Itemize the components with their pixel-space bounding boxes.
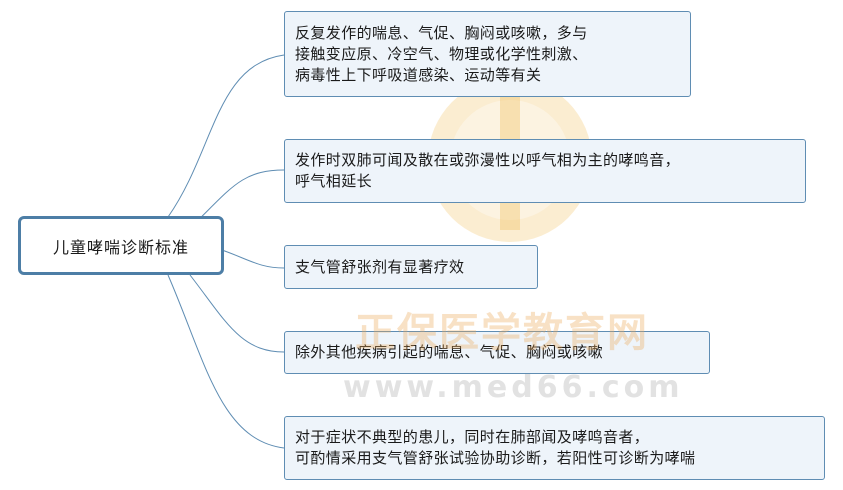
connector-4: [189, 274, 285, 353]
criterion-text-4: 除外其他疾病引起的喘息、气促、胸闷或咳嗽: [295, 343, 604, 361]
criterion-node-2: 发作时双肺可闻及散在或弥漫性以呼气相为主的哮鸣音， 呼气相延长: [284, 139, 806, 203]
criterion-text-3: 支气管舒张剂有显著疗效: [295, 257, 465, 276]
criterion-node-1: 反复发作的喘息、气促、胸闷或咳嗽，多与 接触变应原、冷空气、物理或化学性刺激、 …: [284, 11, 691, 97]
watermark-url: www.med66.com: [343, 370, 684, 405]
criterion-node-4: 除外其他疾病引起的喘息、气促、胸闷或咳嗽: [284, 331, 710, 374]
criterion-text-1: 反复发作的喘息、气促、胸闷或咳嗽，多与 接触变应原、冷空气、物理或化学性刺激、 …: [295, 23, 588, 84]
root-label: 儿童哮喘诊断标准: [52, 237, 189, 257]
connector-1: [167, 54, 285, 218]
connector-5: [167, 274, 285, 449]
criterion-node-5: 对于症状不典型的患儿，同时在肺部闻及哮鸣音者， 可酌情采用支气管舒张试验协助诊断…: [284, 416, 825, 480]
criterion-text-2: 发作时双肺可闻及散在或弥漫性以呼气相为主的哮鸣音， 呼气相延长: [295, 151, 681, 190]
watermark-text: 正保医学教育网: [355, 310, 649, 356]
connector-3: [221, 249, 285, 269]
criterion-text-5: 对于症状不典型的患儿，同时在肺部闻及哮鸣音者， 可酌情采用支气管舒张试验协助诊断…: [295, 428, 696, 467]
root-node: 儿童哮喘诊断标准: [18, 216, 224, 275]
criterion-node-3: 支气管舒张剂有显著疗效: [284, 245, 538, 289]
